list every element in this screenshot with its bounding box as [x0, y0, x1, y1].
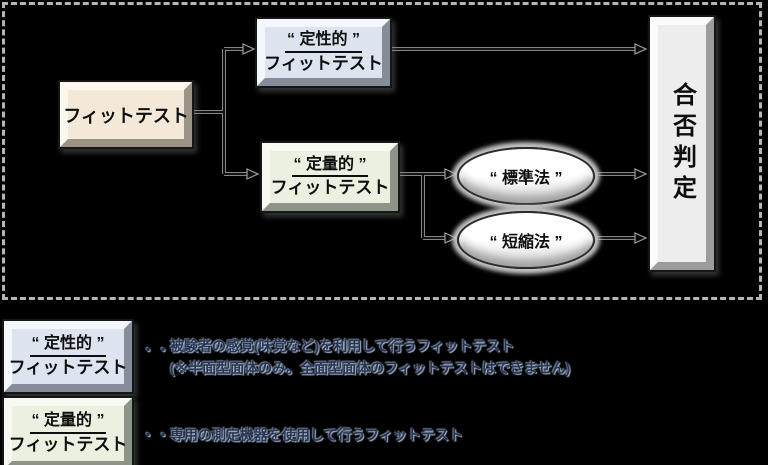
fit-test-root-node: フィットテスト	[58, 80, 194, 149]
qualitative-node-subtitle: フィットテスト	[264, 53, 383, 73]
pass-fail-judgement-label: 合否判定	[668, 81, 696, 206]
legend-qualitative-leader-dots: ・・・	[141, 342, 186, 358]
pass-fail-judgement-node: 合否判定	[648, 15, 716, 272]
legend-quantitative-subtitle: フィットテスト	[8, 434, 128, 454]
quantitative-node-title: “ 定量的 ”	[291, 156, 369, 178]
standard-method-label: “ 標準法 ”	[489, 170, 563, 187]
fit-test-root-label: フィットテスト	[63, 105, 189, 126]
quantitative-node-subtitle: フィットテスト	[270, 178, 390, 198]
standard-method-node: “ 標準法 ”	[457, 147, 595, 205]
legend-qualitative-box: “ 定性的 ” フィットテスト	[2, 319, 134, 394]
legend-qualitative-desc-line2: (※半面型面体のみ。全面型面体のフィットテストはできません)	[170, 360, 571, 376]
flowchart-dashed-frame	[2, 2, 762, 300]
legend-quantitative-title: “ 定量的 ”	[29, 412, 107, 434]
qualitative-node-title: “ 定性的 ”	[285, 31, 362, 53]
connector-line-cores	[190, 48, 635, 239]
arrowhead-icons	[242, 43, 648, 244]
legend-qualitative-description: 被験者の感覚(味覚など)を利用して行うフィットテスト (※半面型面体のみ。全面型…	[170, 335, 570, 379]
legend-quantitative-box: “ 定量的 ” フィットテスト	[2, 396, 134, 465]
legend-qualitative-subtitle: フィットテスト	[8, 357, 128, 377]
legend-qualitative-desc-line1: 被験者の感覚(味覚など)を利用して行うフィットテスト	[170, 338, 515, 354]
legend-quantitative-leader-dots: ・・・	[141, 427, 186, 443]
legend-quantitative-description: 専用の測定機器を使用して行うフィットテスト	[170, 424, 463, 446]
legend-quantitative-desc-line1: 専用の測定機器を使用して行うフィットテスト	[170, 427, 464, 443]
qualitative-fit-test-node: “ 定性的 ” フィットテスト	[255, 17, 392, 88]
shortened-method-label: “ 短縮法 ”	[489, 234, 563, 251]
legend-qualitative-title: “ 定性的 ”	[29, 335, 107, 357]
shortened-method-node: “ 短縮法 ”	[457, 211, 595, 269]
quantitative-fit-test-node: “ 定量的 ” フィットテスト	[260, 141, 400, 213]
